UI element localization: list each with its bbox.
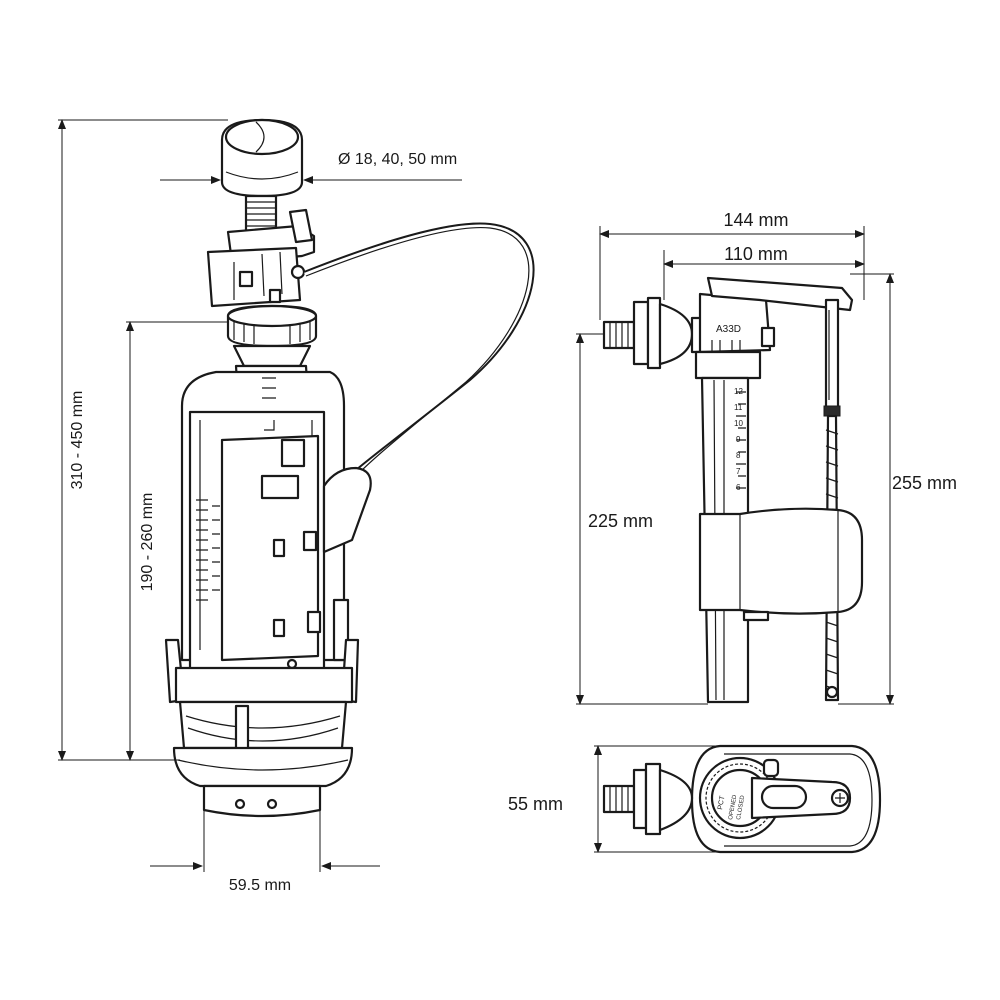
top-view-mark-opened: OPENED (728, 794, 738, 821)
fill-valve-top-view: PCT OPENED CLOSED (602, 744, 882, 854)
top-collar (226, 304, 318, 368)
scale-number: 7 (736, 467, 741, 476)
release-cable (303, 222, 535, 471)
fill-width-total-label: 144 mm (723, 210, 788, 230)
top-view-depth-label: 55 mm (508, 794, 563, 814)
dimension-base-width: 59.5 mm (150, 810, 380, 894)
fill-width-arm-label: 110 mm (724, 244, 788, 264)
clip-mechanism (206, 208, 316, 308)
button-diameter-label: Ø 18, 40, 50 mm (338, 151, 457, 168)
scale-number: 11 (734, 403, 743, 412)
top-view-mark-closed: CLOSED (736, 794, 746, 820)
scale-number: 6 (736, 483, 741, 492)
valve-height-label: 190 - 260 mm (139, 493, 156, 592)
dimension-fill-height-total: 255 mm (838, 273, 957, 705)
dimension-total-height: 310 - 450 mm (58, 119, 228, 761)
total-height-label: 310 - 450 mm (69, 391, 86, 490)
top-view-mark-pct: PCT (717, 795, 726, 811)
fill-height-total-label: 255 mm (892, 473, 957, 493)
scale-number: 10 (734, 419, 743, 428)
push-button (220, 118, 304, 198)
dimension-fill-width-arm: 110 mm (663, 244, 865, 300)
valve-model-mark: A33D (716, 324, 741, 335)
height-scale: 12 11 10 9 8 7 6 (734, 387, 743, 492)
valve-base (164, 638, 360, 818)
base-width-label: 59.5 mm (229, 877, 291, 894)
dimension-top-view-depth: 55 mm (508, 745, 720, 853)
dimension-button-diameter: Ø 18, 40, 50 mm (160, 151, 462, 184)
flush-valve-drawing (164, 118, 535, 818)
scale-number: 12 (734, 387, 743, 396)
valve-body (180, 364, 372, 674)
scale-number: 9 (736, 435, 741, 444)
dimension-fill-height-body: 225 mm (576, 333, 708, 705)
scale-number: 8 (736, 451, 741, 460)
fill-height-body-label: 225 mm (588, 511, 653, 531)
dimension-valve-height: 190 - 260 mm (126, 321, 228, 761)
fill-valve-side-view: A33D 12 11 10 9 8 7 6 (602, 276, 864, 704)
